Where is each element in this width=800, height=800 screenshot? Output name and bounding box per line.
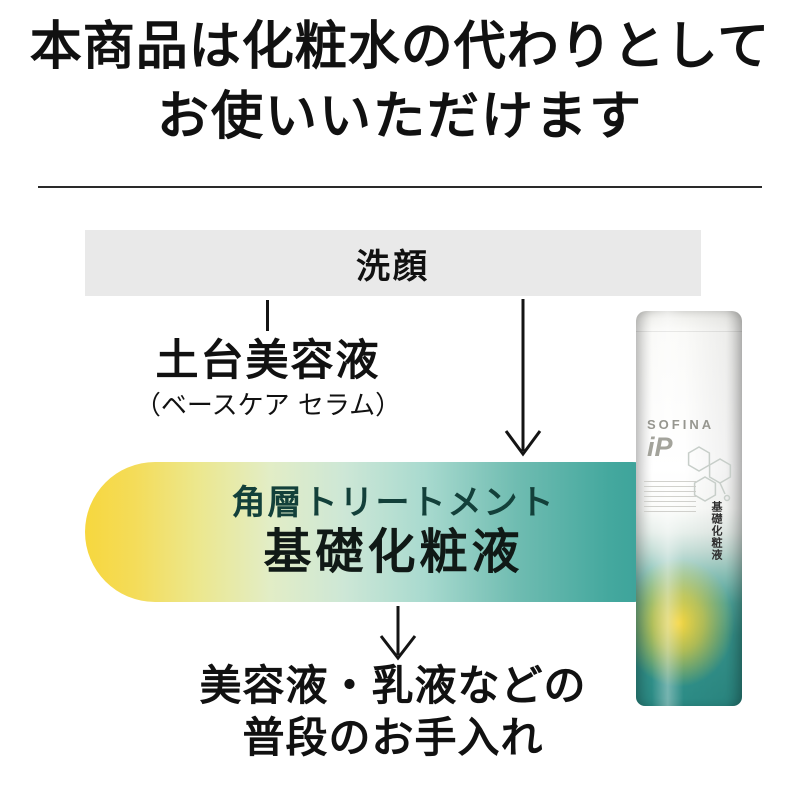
bottle-fineprint-lines xyxy=(644,481,696,515)
connector-line xyxy=(266,300,269,331)
bottle-brand-text: SOFINA xyxy=(647,417,715,432)
routine-line2: 普段のお手入れ xyxy=(242,713,544,762)
bottle-vertical-label: 基礎化粧液 xyxy=(710,501,723,561)
page-title-line1: 本商品は化粧水の代わりとして xyxy=(29,16,771,77)
treatment-product-name: 基礎化粧液 xyxy=(263,524,524,580)
page-title-line2: お使いいただけます xyxy=(156,86,643,147)
divider-line xyxy=(38,186,762,188)
flow-step-treatment-highlight: 角層トリートメント 基礎化粧液 xyxy=(85,462,702,602)
product-bottle-image: SOFINA iP 基礎化粧液 xyxy=(636,311,742,706)
arrow-down-icon xyxy=(504,299,542,457)
flow-step-base-serum-sublabel: （ベースケア セラム） xyxy=(134,391,402,421)
flow-step-base-serum-label: 土台美容液 xyxy=(155,336,381,386)
flow-step-wash-label: 洗顔 xyxy=(356,246,430,287)
bottle-cap-seam xyxy=(636,331,742,332)
arrow-down-icon xyxy=(379,606,417,661)
bottle-logo-text: iP xyxy=(647,432,673,462)
flow-step-wash: 洗顔 xyxy=(85,230,701,296)
routine-line1: 美容液・乳液などの xyxy=(199,661,587,710)
flow-step-routine: 美容液・乳液などの 普段のお手入れ xyxy=(43,660,743,764)
treatment-label: 角層トリートメント xyxy=(231,483,556,523)
